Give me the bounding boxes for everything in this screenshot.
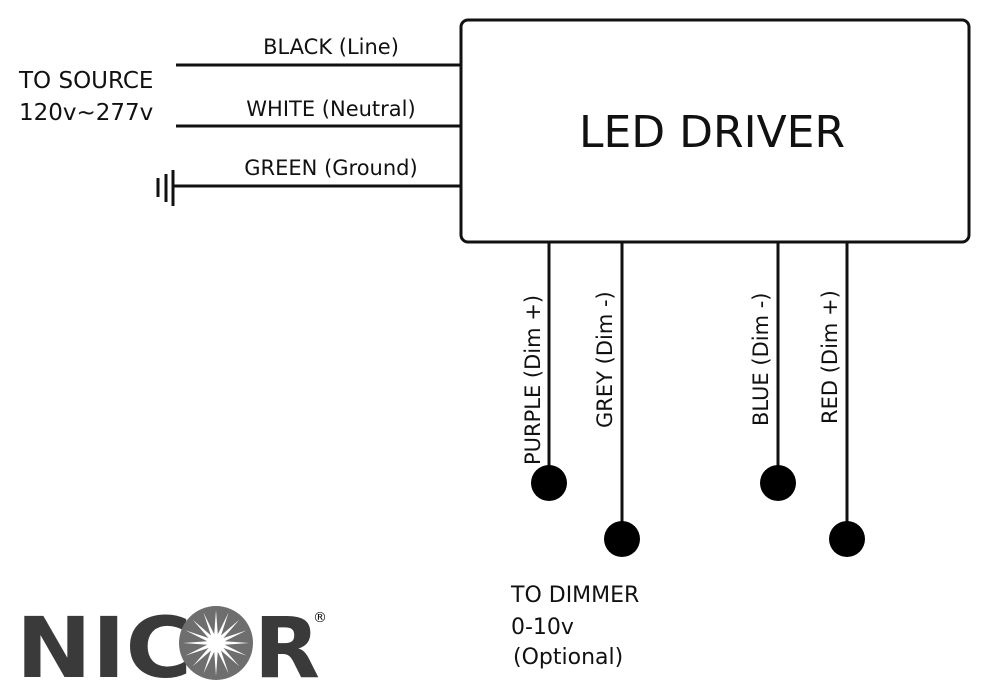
grey-wire-terminal	[604, 521, 640, 557]
grey-wire-label: GREY (Dim -)	[593, 291, 617, 428]
logo-text-r: R	[254, 599, 320, 697]
starburst-emblem-icon	[179, 606, 253, 680]
purple-wire-label: PURPLE (Dim +)	[521, 295, 545, 465]
logo-text-nic: NIC	[16, 599, 192, 697]
white-wire-label: WHITE (Neutral)	[246, 97, 415, 121]
led-driver-box	[459, 18, 971, 244]
source-voltage-label: 120v~277v	[19, 100, 153, 126]
dimmer-optional-label: (Optional)	[513, 645, 623, 670]
registered-mark: ®	[313, 610, 327, 626]
purple-wire-terminal	[531, 465, 567, 501]
source-label: TO SOURCE	[18, 68, 153, 94]
dimmer-label: TO DIMMER	[510, 583, 639, 608]
black-wire-label: BLACK (Line)	[263, 35, 399, 59]
green-wire-label: GREEN (Ground)	[244, 156, 417, 180]
led-driver-title: LED DRIVER	[579, 107, 845, 158]
red-wire-terminal	[829, 521, 865, 557]
blue-wire-terminal	[760, 465, 796, 501]
red-wire-label: RED (Dim +)	[818, 290, 842, 424]
dimmer-voltage-label: 0-10v	[511, 615, 574, 640]
ground-icon	[156, 170, 175, 206]
blue-wire-label: BLUE (Dim -)	[749, 293, 773, 426]
nicor-logo: NIC R ®	[16, 599, 327, 697]
